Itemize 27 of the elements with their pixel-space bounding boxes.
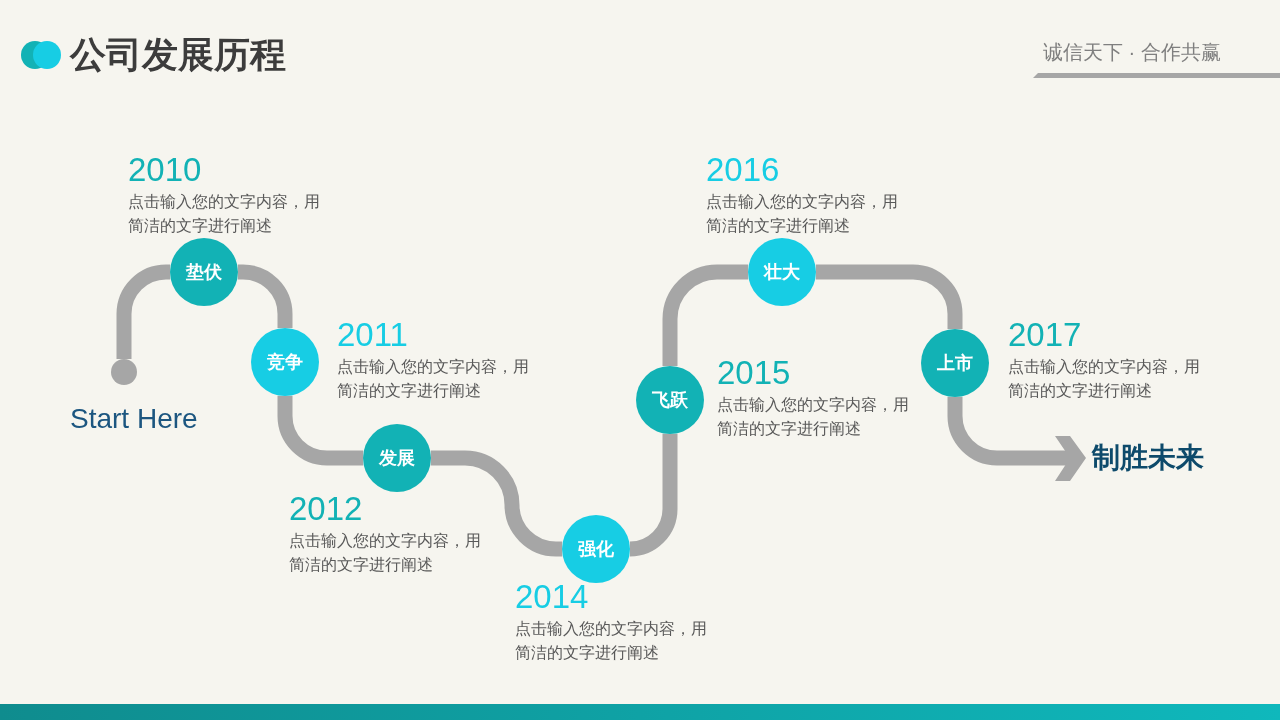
description-text: 点击输入您的文字内容，用简洁的文字进行阐述 <box>1008 357 1201 401</box>
year-label: 2014 <box>515 580 589 613</box>
milestone-circle: 强化 <box>562 515 630 583</box>
goal-label: 制胜未来 <box>1092 441 1204 475</box>
description-text: 点击输入您的文字内容，用简洁的文字进行阐述 <box>289 531 482 575</box>
year-label: 2010 <box>128 153 202 186</box>
year-label: 2015 <box>717 356 791 389</box>
description-text: 点击输入您的文字内容，用简洁的文字进行阐述 <box>706 192 899 236</box>
milestone-circle: 壮大 <box>748 238 816 306</box>
road-start-dot <box>111 359 137 385</box>
page-title: 公司发展历程 <box>70 35 286 75</box>
road-line <box>235 264 293 328</box>
milestone-circle: 发展 <box>363 424 431 492</box>
year-label: 2011 <box>337 318 408 351</box>
milestone-circle: 垫伏 <box>170 238 238 306</box>
year-label: 2012 <box>289 492 363 525</box>
description-text: 点击输入您的文字内容，用简洁的文字进行阐述 <box>515 619 708 663</box>
milestone-circle: 竞争 <box>251 328 319 396</box>
milestone-circle: 飞跃 <box>636 366 704 434</box>
start-label: Start Here <box>70 405 198 433</box>
year-label: 2016 <box>706 153 780 186</box>
description-text: 点击输入您的文字内容，用简洁的文字进行阐述 <box>337 357 530 401</box>
slogan-text: 诚信天下 · 合作共赢 <box>1043 40 1221 64</box>
milestone-circle: 上市 <box>921 329 989 397</box>
description-text: 点击输入您的文字内容，用简洁的文字进行阐述 <box>128 192 321 236</box>
year-label: 2017 <box>1008 318 1082 351</box>
description-text: 点击输入您的文字内容，用简洁的文字进行阐述 <box>717 395 910 439</box>
